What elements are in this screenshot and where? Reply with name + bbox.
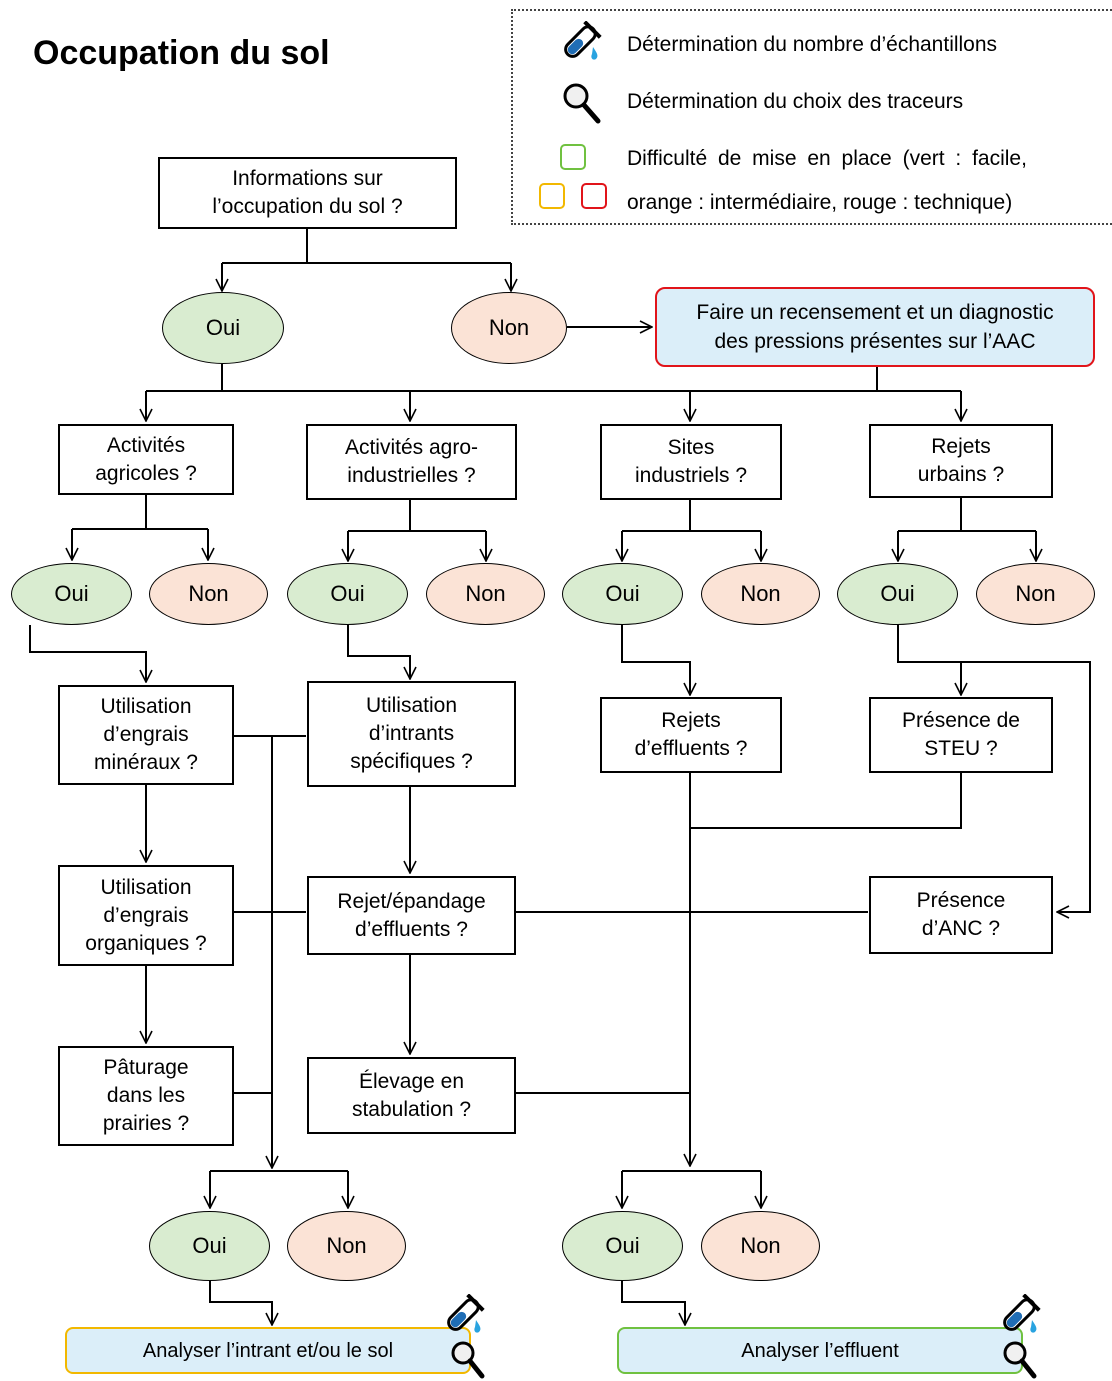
question-activites-agro-industrielles: Activités agro- industrielles ? — [306, 424, 517, 500]
legend-orange-square — [539, 183, 565, 209]
analyse-effluent-action: Analyser l’effluent — [617, 1327, 1023, 1374]
question-engrais-mineraux: Utilisation d’engrais minéraux ? — [58, 685, 234, 785]
question-presence-steu: Présence de STEU ? — [869, 697, 1053, 773]
left-oui: Oui — [149, 1211, 270, 1281]
legend-red-square — [581, 183, 607, 209]
agri-non: Non — [149, 563, 268, 625]
magnifier-icon — [451, 1341, 485, 1379]
question-rejets-effluents: Rejets d’effluents ? — [600, 697, 782, 773]
question-sites-industriels: Sites industriels ? — [600, 424, 782, 500]
test-tube-icon — [447, 1294, 485, 1333]
root-non: Non — [451, 292, 567, 364]
magnifier-icon — [1003, 1341, 1037, 1379]
question-intrants-specifiques: Utilisation d’intrants spécifiques ? — [307, 681, 516, 787]
legend-green-square — [560, 144, 586, 170]
magnifier-icon — [563, 83, 601, 124]
legend-samples-label: Détermination du nombre d’échantillons — [627, 33, 998, 56]
root-oui: Oui — [162, 292, 284, 364]
legend-difficulty-line1: Difficulté de mise en place (vert : faci… — [627, 147, 1027, 170]
sites-non: Non — [701, 563, 820, 625]
question-engrais-organiques: Utilisation d’engrais organiques ? — [58, 865, 234, 966]
census-action: Faire un recensement et un diagnostic de… — [655, 287, 1095, 367]
question-activites-agricoles: Activités agricoles ? — [58, 424, 234, 495]
question-rejets-urbains: Rejets urbains ? — [869, 424, 1053, 498]
urban-non: Non — [976, 563, 1095, 625]
agro-oui: Oui — [287, 563, 408, 625]
analyse-intrant-sol-action: Analyser l’intrant et/ou le sol — [65, 1327, 471, 1374]
legend-difficulty-line2: orange : intermédiaire, rouge : techniqu… — [627, 191, 1013, 214]
agro-non: Non — [426, 563, 545, 625]
legend-tracers-label: Détermination du choix des traceurs — [627, 90, 964, 113]
page-title: Occupation du sol — [33, 34, 330, 72]
question-paturage: Pâturage dans les prairies ? — [58, 1046, 234, 1146]
root-question: Informations sur l’occupation du sol ? — [158, 157, 457, 229]
urban-oui: Oui — [837, 563, 958, 625]
test-tube-icon — [564, 21, 602, 60]
agri-oui: Oui — [11, 563, 132, 625]
test-tube-icon — [1003, 1294, 1041, 1333]
question-rejet-epandage: Rejet/épandage d’effluents ? — [307, 876, 516, 955]
question-elevage-stabulation: Élevage en stabulation ? — [307, 1057, 516, 1134]
right-oui: Oui — [562, 1211, 683, 1281]
sites-oui: Oui — [562, 563, 683, 625]
legend: Détermination du nombre d’échantillons D… — [511, 9, 1112, 225]
right-non: Non — [701, 1211, 820, 1281]
question-presence-anc: Présence d’ANC ? — [869, 876, 1053, 954]
left-non: Non — [287, 1211, 406, 1281]
